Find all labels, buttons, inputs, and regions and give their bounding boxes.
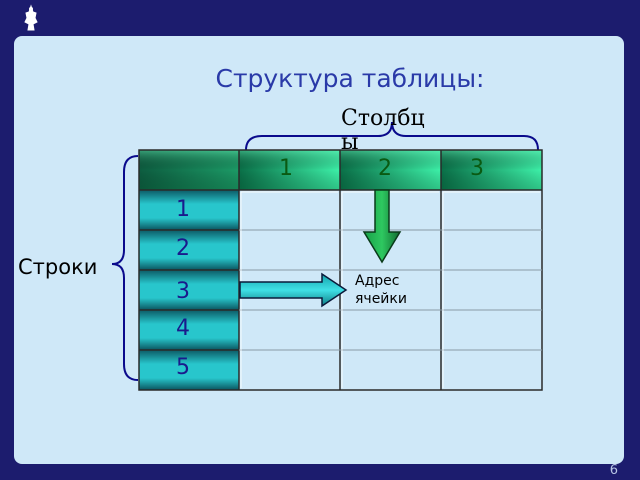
down-arrow-icon bbox=[362, 189, 402, 264]
rows-label: Строки bbox=[18, 255, 98, 279]
row-header-5: 5 bbox=[176, 355, 190, 380]
robot-logo-icon bbox=[24, 4, 38, 31]
column-header-2: 2 bbox=[378, 156, 392, 181]
row-header-4: 4 bbox=[176, 316, 190, 341]
column-headers bbox=[239, 150, 542, 190]
page-number: 6 bbox=[609, 463, 618, 478]
columns-brace-icon bbox=[245, 121, 539, 151]
slide-canvas bbox=[14, 36, 624, 464]
row-header-3: 3 bbox=[176, 279, 190, 304]
columns-label: Столбцы bbox=[341, 106, 425, 155]
row-headers bbox=[139, 190, 239, 390]
row-header-2: 2 bbox=[176, 236, 190, 261]
row-header-1: 1 bbox=[176, 197, 190, 222]
cell-address-label: Адрес ячейки bbox=[355, 273, 407, 307]
right-arrow-icon bbox=[239, 272, 348, 308]
rows-brace-icon bbox=[111, 155, 139, 381]
slide-title: Структура таблицы: bbox=[215, 64, 485, 93]
column-header-1: 1 bbox=[279, 156, 293, 181]
column-header-3: 3 bbox=[470, 156, 484, 181]
